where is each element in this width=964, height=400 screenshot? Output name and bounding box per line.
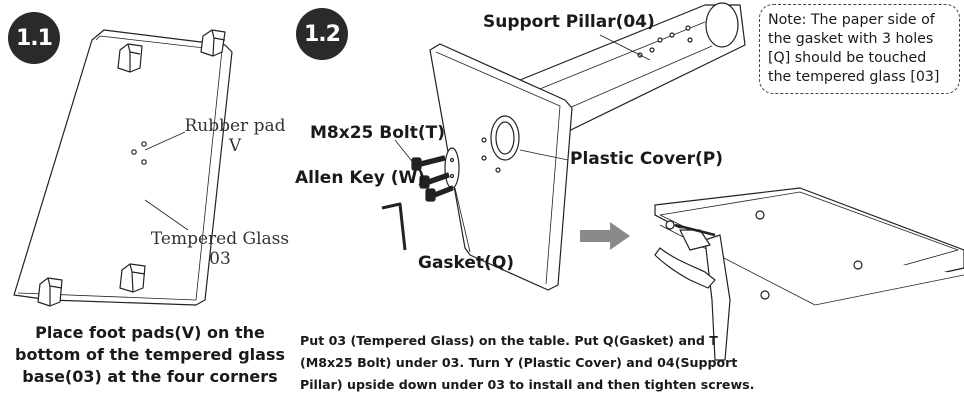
rubber-pad-icon (37, 29, 226, 307)
assembled-stand (654, 187, 964, 361)
step-1-2-badge: 1.2 (296, 8, 348, 60)
gasket (444, 147, 460, 189)
base-plate (429, 43, 573, 291)
bolt-icon (411, 155, 454, 202)
tempered-glass-label: Tempered Glass (150, 229, 290, 249)
tempered-glass-label-block: Tempered Glass 03 (140, 229, 300, 269)
step-1-1-badge: 1.1 (8, 12, 60, 64)
step-1-2-caption: Put 03 (Tempered Glass) on the table. Pu… (300, 333, 755, 392)
step-1-1-caption: Place foot pads(V) on the bottom of the … (15, 323, 285, 386)
note-box: Note: The paper side of the gasket with … (759, 4, 960, 94)
allen-key-icon (381, 202, 407, 251)
support-pillar (517, 2, 746, 146)
rubber-pad-label-block: Rubber pad V (180, 116, 290, 156)
bolt-label: M8x25 Bolt(T) (310, 123, 446, 143)
gasket-label: Gasket(Q) (418, 253, 515, 273)
rubber-pad-label: Rubber pad (184, 116, 286, 136)
plastic-cover-label: Plastic Cover(P) (570, 149, 723, 169)
allen-key-label: Allen Key (W) (295, 168, 426, 188)
rubber-pad-code: V (228, 136, 242, 156)
support-pillar-label: Support Pillar(04) (483, 12, 655, 32)
tempered-glass-code: 03 (209, 249, 231, 269)
step-arrow-icon (580, 222, 630, 250)
tempered-glass-plate (13, 29, 233, 306)
